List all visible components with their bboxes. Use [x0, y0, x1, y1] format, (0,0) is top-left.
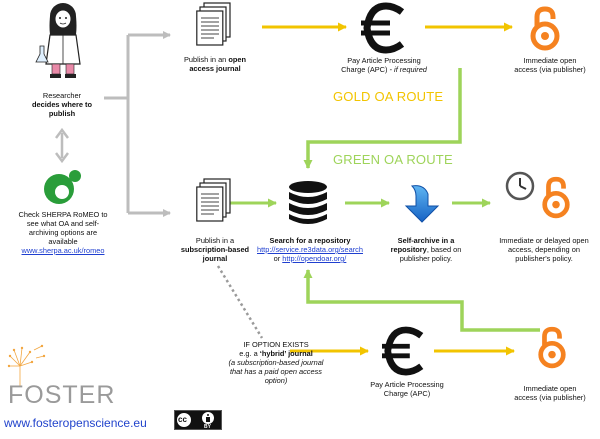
foster-logo-text: FOSTER: [8, 381, 116, 409]
document-stack-icon: [196, 178, 231, 222]
open-access-lock-icon: [542, 176, 570, 219]
oa-journal-bold1: open: [228, 55, 247, 64]
repository-bold: Search for a repository: [269, 236, 351, 245]
immediate-delayed-line2: access, depending on: [508, 245, 580, 254]
oa-journal-line1: Publish in an: [183, 55, 227, 64]
researcher-icon: [35, 3, 81, 78]
open-access-lock-icon: [530, 6, 560, 51]
apc-gold-italic: - if required: [387, 65, 427, 74]
opendoar-link[interactable]: http://opendoar.org/: [282, 254, 347, 263]
immediate-gold-line2: access (via publisher): [514, 65, 586, 74]
immediate-hybrid-line2: access (via publisher): [514, 393, 586, 402]
sub-journal-bold2: journal: [202, 254, 228, 263]
immediate-delayed-line1: Immediate or delayed open: [499, 236, 589, 245]
database-icon: [289, 181, 327, 224]
sherpa-line1: Check SHERPA RoMEO to: [18, 210, 108, 219]
hybrid-line2a: e.g. a: [239, 349, 260, 358]
immediate-hybrid-label: Immediate open access (via publisher): [502, 384, 598, 402]
repository-label: Search for a repository http://service.r…: [256, 236, 364, 263]
researcher-line1: Researcher: [42, 91, 82, 100]
dandelion-icon: [7, 344, 46, 386]
sub-journal-bold1: subscription-based: [180, 245, 250, 254]
apc-hybrid-label: Pay Article Processing Charge (APC): [352, 380, 462, 398]
hybrid-line4: that has a paid open access: [229, 367, 323, 376]
researcher-publish: publish: [48, 109, 76, 118]
hybrid-label: IF OPTION EXISTS e.g. a ‘hybrid’ journal…: [214, 340, 338, 385]
researcher-to-journals-connector: [104, 31, 171, 217]
oa-journal-bold2: access journal: [189, 64, 241, 73]
creative-commons-icon: cc BY: [174, 410, 222, 430]
apc-hybrid-line2: Charge (APC): [383, 389, 431, 398]
download-arrow-icon: [404, 185, 440, 223]
sub-journal-label: Publish in a subscription-based journal: [170, 236, 260, 263]
hybrid-line3: (a subscription-based journal: [228, 358, 324, 367]
immediate-delayed-label: Immediate or delayed open access, depend…: [490, 236, 598, 263]
document-stack-icon: [196, 2, 231, 46]
sherpa-line3: archiving options are: [28, 228, 98, 237]
self-archive-bold2: repository: [390, 245, 427, 254]
oa-journal-label: Publish in an open access journal: [170, 55, 260, 73]
sub-journal-line1: Publish in a: [195, 236, 235, 245]
dotted-subscription-to-hybrid: [216, 265, 264, 339]
sherpa-label: Check SHERPA RoMEO to see what OA and se…: [4, 210, 122, 255]
apc-gold-label: Pay Article Processing Charge (APC) - if…: [326, 56, 442, 74]
hybrid-line5: option): [264, 376, 288, 385]
repository-or: or: [273, 254, 283, 263]
apc-hybrid-line1: Pay Article Processing: [370, 380, 444, 389]
hybrid-line2b: ‘hybrid’ journal: [259, 349, 313, 358]
apc-gold-line2: Charge (APC): [341, 65, 388, 74]
green-route-gold-to-repository: [303, 68, 462, 169]
sherpa-link[interactable]: www.sherpa.ac.uk/romeo: [21, 246, 105, 255]
cc-text: cc: [178, 415, 187, 424]
self-archive-bold1: Self-archive in a: [397, 236, 455, 245]
researcher-decides: decides where to: [32, 100, 92, 109]
re3data-link[interactable]: http://service.re3data.org/search: [257, 245, 363, 254]
immediate-gold-line1: Immediate open: [523, 56, 577, 65]
gold-route-label: GOLD OA ROUTE: [333, 89, 444, 104]
sherpa-line4: available: [48, 237, 78, 246]
researcher-sherpa-connector: [55, 127, 69, 164]
immediate-delayed-line3: publisher's policy.: [515, 254, 573, 263]
apc-gold-line1: Pay Article Processing: [347, 56, 421, 65]
immediate-hybrid-line1: Immediate open: [523, 384, 577, 393]
sherpa-line2: see what OA and self-: [26, 219, 100, 228]
open-access-lock-icon: [538, 326, 566, 369]
clock-icon: [505, 171, 535, 201]
hybrid-line1: IF OPTION EXISTS: [243, 340, 309, 349]
by-text: BY: [204, 424, 211, 430]
euro-icon: [382, 326, 424, 376]
green-route-hybrid-to-repository: [303, 269, 540, 332]
immediate-gold-label: Immediate open access (via publisher): [502, 56, 598, 74]
researcher-label: Researcher decides where to publish: [14, 91, 110, 118]
euro-icon: [361, 2, 405, 54]
green-route-label: GREEN OA ROUTE: [333, 152, 453, 167]
self-archive-label: Self-archive in a repository, based on p…: [376, 236, 476, 263]
foster-url-link[interactable]: www.fosteropenscience.eu: [4, 416, 147, 430]
sherpa-logo-icon: [44, 170, 81, 204]
self-archive-line3: publisher policy.: [399, 254, 453, 263]
self-archive-rest1: , based on: [426, 245, 462, 254]
